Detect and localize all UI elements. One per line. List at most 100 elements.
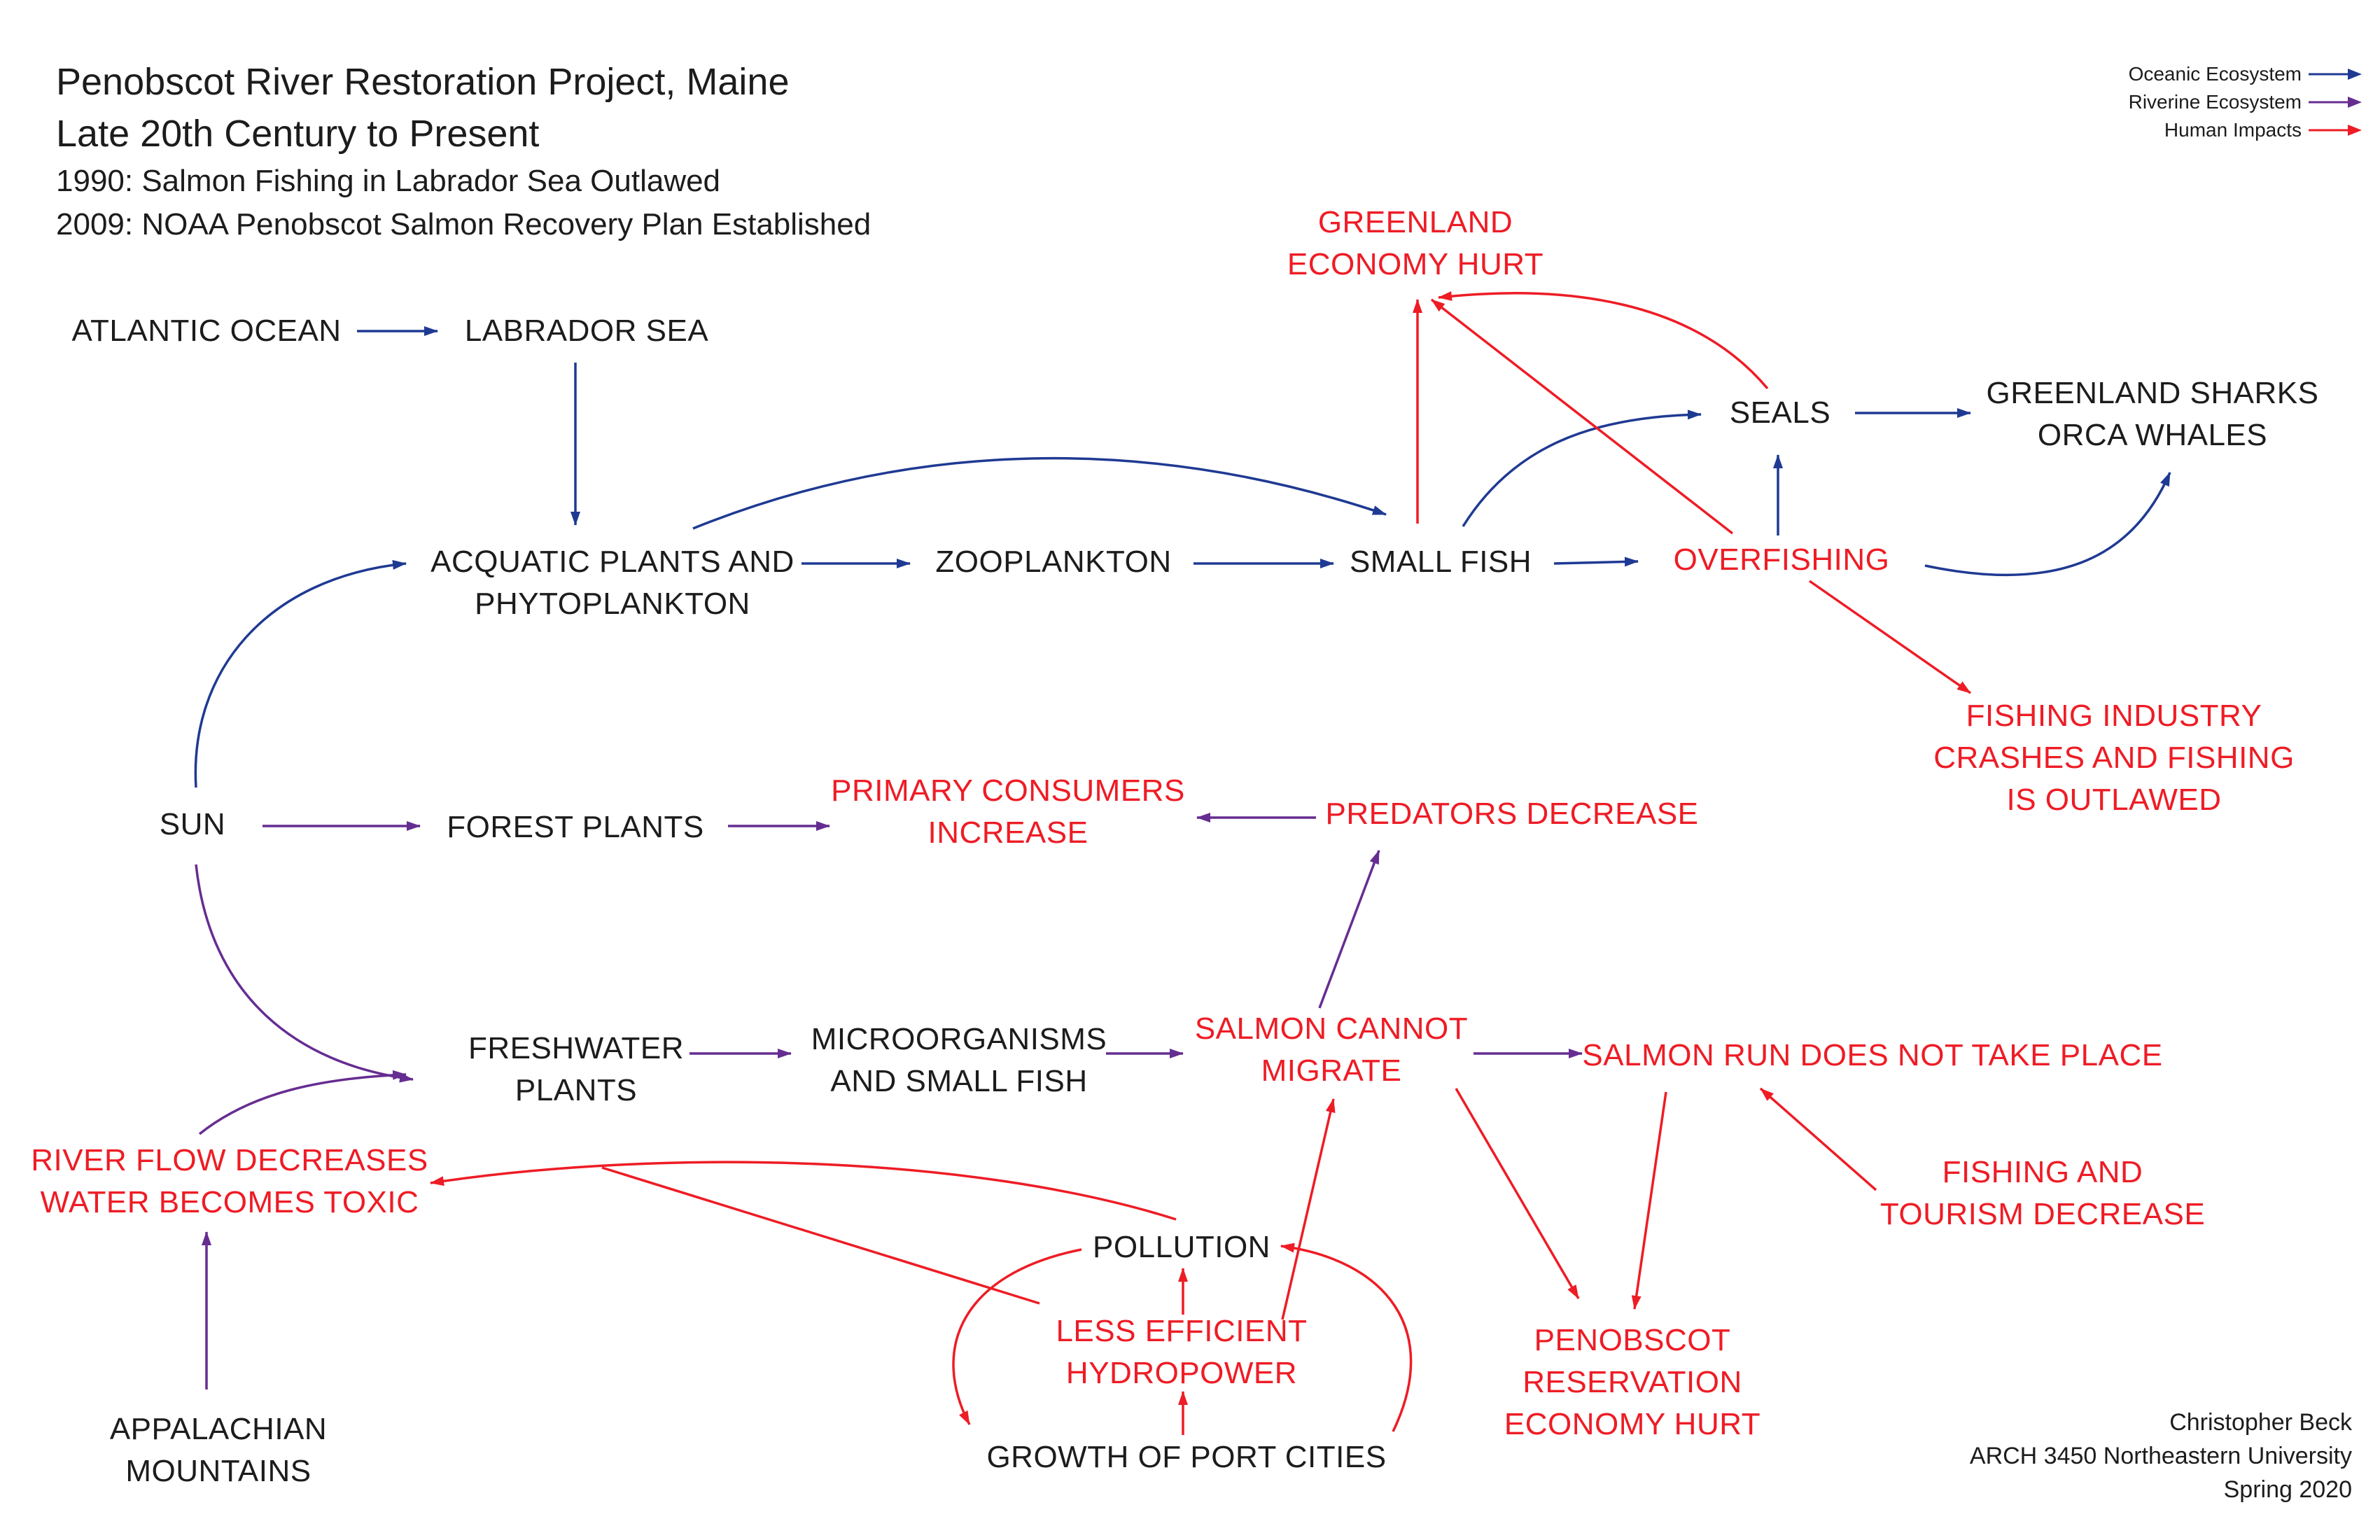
node-hydropower: LESS EFFICIENT HYDROPOWER bbox=[1056, 1310, 1307, 1394]
node-sharks-orcas: GREENLAND SHARKS ORCA WHALES bbox=[1986, 372, 2318, 456]
legend-label-human: Human Impacts bbox=[2164, 119, 2302, 141]
node-salmon-run-line: SALMON RUN DOES NOT TAKE PLACE bbox=[1582, 1038, 2163, 1072]
node-aquatic-plants: ACQUATIC PLANTS AND PHYTOPLANKTON bbox=[430, 541, 794, 625]
node-freshwater-plants: FRESHWATER PLANTS bbox=[468, 1028, 684, 1112]
node-zooplankton: ZOOPLANKTON bbox=[935, 541, 1171, 583]
legend-arrow-riverine-icon bbox=[2309, 97, 2362, 108]
title-line-2: Late 20th Century to Present bbox=[56, 113, 540, 155]
node-sun: SUN bbox=[160, 804, 225, 846]
node-fishing-tourism-line-2: TOURISM DECREASE bbox=[1879, 1197, 2206, 1231]
node-aquatic-plants-line-2: PHYTOPLANKTON bbox=[475, 587, 750, 621]
node-predators-decrease: PREDATORS DECREASE bbox=[1325, 793, 1698, 835]
node-sun-line: SUN bbox=[159, 807, 226, 841]
node-hydropower-line-1: LESS EFFICIENT bbox=[1056, 1314, 1308, 1348]
credit-line-3: Spring 2020 bbox=[2223, 1476, 2352, 1503]
node-fishing-tourism: FISHING AND TOURISM DECREASE bbox=[1880, 1152, 2205, 1236]
node-zooplankton-line: ZOOPLANKTON bbox=[935, 545, 1172, 579]
line-hydropower-to-riverflow-link bbox=[601, 1166, 1040, 1305]
node-microorganisms: MICROORGANISMS AND SMALL FISH bbox=[811, 1018, 1107, 1102]
arrow-salmon-to-reservation bbox=[1455, 1088, 1580, 1299]
arrow-tourism-to-run bbox=[1759, 1087, 1877, 1191]
node-river-flow-line-2: WATER BECOMES TOXIC bbox=[40, 1185, 419, 1219]
arrow-aquatic-to-smallfish-curve bbox=[692, 456, 1387, 530]
node-hydropower-line-2: HYDROPOWER bbox=[1065, 1356, 1298, 1390]
node-salmon-run: SALMON RUN DOES NOT TAKE PLACE bbox=[1582, 1035, 2162, 1077]
node-fishing-tourism-line-1: FISHING AND bbox=[1942, 1155, 2143, 1189]
node-pollution: POLLUTION bbox=[1093, 1226, 1270, 1268]
arrow-cities-to-pollution-curve bbox=[1280, 1242, 1413, 1432]
node-appalachian-line-1: APPALACHIAN bbox=[109, 1412, 328, 1446]
legend-arrow-oceanic-icon bbox=[2309, 69, 2362, 80]
node-reservation-economy-line-3: ECONOMY HURT bbox=[1504, 1407, 1761, 1441]
node-fishing-industry: FISHING INDUSTRY CRASHES AND FISHING IS … bbox=[1933, 695, 2295, 821]
node-greenland-economy-line-1: GREENLAND bbox=[1317, 205, 1513, 239]
title-line-3: 1990: Salmon Fishing in Labrador Sea Out… bbox=[56, 164, 721, 198]
node-fishing-industry-line-2: CRASHES AND FISHING bbox=[1933, 741, 2295, 775]
node-greenland-economy: GREENLAND ECONOMY HURT bbox=[1287, 202, 1544, 286]
arrow-smallfish-to-seals bbox=[1462, 410, 1702, 527]
legend-item-riverine: Riverine Ecosystem bbox=[2069, 88, 2363, 116]
legend-item-human: Human Impacts bbox=[2069, 116, 2363, 144]
node-freshwater-plants-line-2: PLANTS bbox=[514, 1073, 638, 1107]
node-microorganisms-line-1: MICROORGANISMS bbox=[811, 1022, 1107, 1056]
node-pollution-line: POLLUTION bbox=[1093, 1230, 1270, 1264]
node-reservation-economy-line-1: PENOBSCOT bbox=[1534, 1323, 1731, 1357]
arrow-overfishing-to-fishing-industry bbox=[1809, 580, 1971, 694]
arrow-smallfish-to-overfishing bbox=[1553, 556, 1639, 567]
node-river-flow: RIVER FLOW DECREASES WATER BECOMES TOXIC bbox=[31, 1140, 428, 1224]
node-primary-consumers-line-2: INCREASE bbox=[927, 816, 1088, 850]
arrow-salmon-to-predators bbox=[1318, 850, 1380, 1009]
credit-line-1: Christopher Beck bbox=[2169, 1409, 2352, 1436]
legend-label-oceanic: Oceanic Ecosystem bbox=[2128, 63, 2302, 85]
legend-arrow-human-icon bbox=[2309, 125, 2362, 136]
node-small-fish-line: SMALL FISH bbox=[1349, 545, 1532, 579]
node-seals: SEALS bbox=[1730, 392, 1830, 434]
credit-line-2: ARCH 3450 Northeastern University bbox=[1969, 1443, 2352, 1469]
arrow-seals-to-greenland bbox=[1438, 291, 1769, 390]
node-greenland-economy-line-2: ECONOMY HURT bbox=[1287, 247, 1544, 281]
arrow-sun-to-freshwater bbox=[195, 864, 414, 1083]
arrow-run-to-reservation bbox=[1631, 1091, 1667, 1310]
node-aquatic-plants-line-1: ACQUATIC PLANTS AND bbox=[430, 545, 794, 579]
node-fishing-industry-line-3: IS OUTLAWED bbox=[2006, 783, 2222, 817]
node-atlantic-ocean-line: ATLANTIC OCEAN bbox=[71, 314, 342, 348]
node-overfishing: OVERFISHING bbox=[1674, 539, 1890, 581]
node-reservation-economy: PENOBSCOT RESERVATION ECONOMY HURT bbox=[1504, 1320, 1760, 1446]
node-sharks-orcas-line-1: GREENLAND SHARKS bbox=[1986, 376, 2319, 410]
node-freshwater-plants-line-1: FRESHWATER bbox=[468, 1031, 685, 1065]
node-appalachian: APPALACHIAN MOUNTAINS bbox=[110, 1408, 327, 1492]
node-port-cities-line: GROWTH OF PORT CITIES bbox=[986, 1440, 1387, 1474]
node-salmon-cannot-migrate: SALMON CANNOT MIGRATE bbox=[1195, 1008, 1468, 1092]
node-overfishing-line: OVERFISHING bbox=[1673, 542, 1890, 577]
node-appalachian-line-2: MOUNTAINS bbox=[125, 1454, 312, 1488]
node-salmon-cannot-migrate-line-1: SALMON CANNOT bbox=[1194, 1011, 1469, 1046]
credit-block: Christopher Beck ARCH 3450 Northeastern … bbox=[1970, 1406, 2352, 1506]
node-microorganisms-line-2: AND SMALL FISH bbox=[830, 1064, 1088, 1098]
arrow-pollution-to-cities-curve bbox=[952, 1248, 1082, 1425]
node-labrador-sea: LABRADOR SEA bbox=[465, 310, 708, 352]
arrow-riverflow-to-freshwater bbox=[198, 1070, 407, 1135]
node-port-cities: GROWTH OF PORT CITIES bbox=[986, 1436, 1386, 1478]
node-primary-consumers-line-1: PRIMARY CONSUMERS bbox=[831, 774, 1185, 808]
legend: Oceanic Ecosystem Riverine Ecosystem Hum… bbox=[2069, 60, 2363, 144]
node-seals-line: SEALS bbox=[1729, 396, 1831, 430]
title-block: Penobscot River Restoration Project, Mai… bbox=[56, 56, 871, 246]
node-labrador-sea-line: LABRADOR SEA bbox=[464, 314, 709, 348]
node-small-fish: SMALL FISH bbox=[1350, 541, 1532, 583]
node-salmon-cannot-migrate-line-2: MIGRATE bbox=[1261, 1054, 1402, 1088]
node-river-flow-line-1: RIVER FLOW DECREASES bbox=[31, 1143, 428, 1177]
node-reservation-economy-line-2: RESERVATION bbox=[1522, 1365, 1742, 1399]
arrow-sun-to-aquatic bbox=[194, 559, 407, 788]
node-forest-plants: FOREST PLANTS bbox=[447, 806, 704, 848]
node-predators-decrease-line: PREDATORS DECREASE bbox=[1325, 797, 1699, 831]
node-sharks-orcas-line-2: ORCA WHALES bbox=[2037, 418, 2268, 452]
arrow-hydropower-to-salmon bbox=[1281, 1098, 1336, 1320]
title-line-4: 2009: NOAA Penobscot Salmon Recovery Pla… bbox=[56, 207, 872, 241]
node-primary-consumers: PRIMARY CONSUMERS INCREASE bbox=[831, 770, 1185, 854]
node-atlantic-ocean: ATLANTIC OCEAN bbox=[71, 310, 341, 352]
node-fishing-industry-line-1: FISHING INDUSTRY bbox=[1966, 699, 2262, 733]
title-line-1: Penobscot River Restoration Project, Mai… bbox=[56, 61, 790, 103]
legend-label-riverine: Riverine Ecosystem bbox=[2128, 91, 2302, 113]
arrow-overfishing-to-orcas bbox=[1924, 472, 2171, 577]
